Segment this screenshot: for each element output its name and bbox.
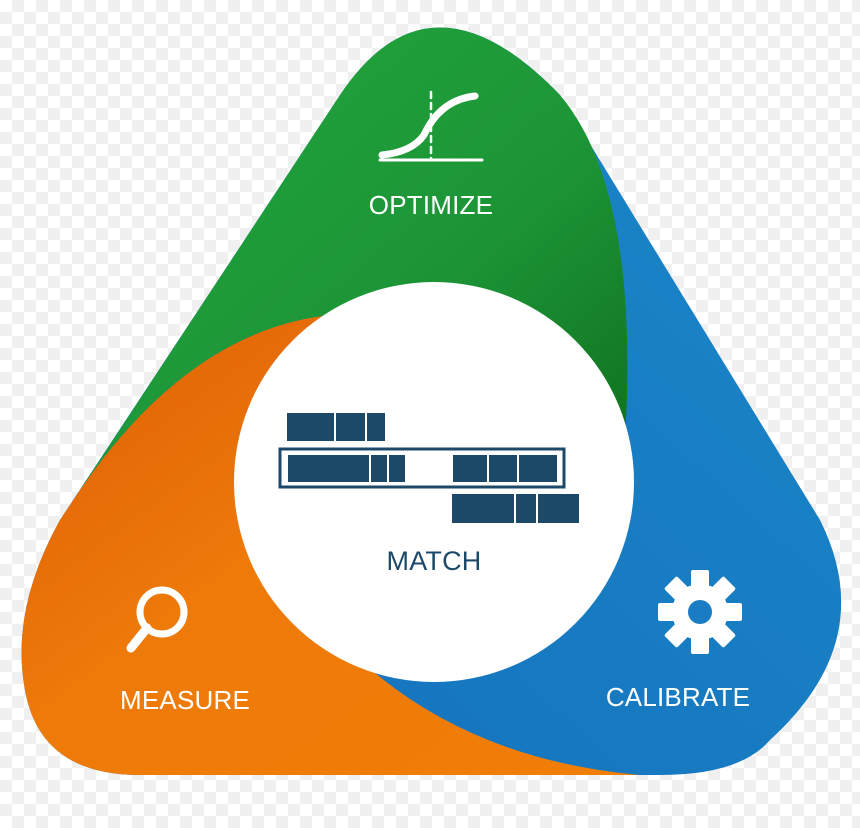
optimize-segment (80, 27, 628, 490)
optimize-label: OPTIMIZE (368, 190, 494, 220)
match-label: MATCH (386, 546, 482, 576)
measure-label: MEASURE (120, 685, 250, 715)
match-center-circle (234, 282, 634, 682)
magnifier-icon (126, 586, 188, 653)
matching-blocks-icon (278, 413, 579, 523)
calibrate-label: CALIBRATE (605, 682, 751, 712)
s-curve-graph-icon (378, 90, 484, 162)
gear-icon (658, 570, 742, 654)
